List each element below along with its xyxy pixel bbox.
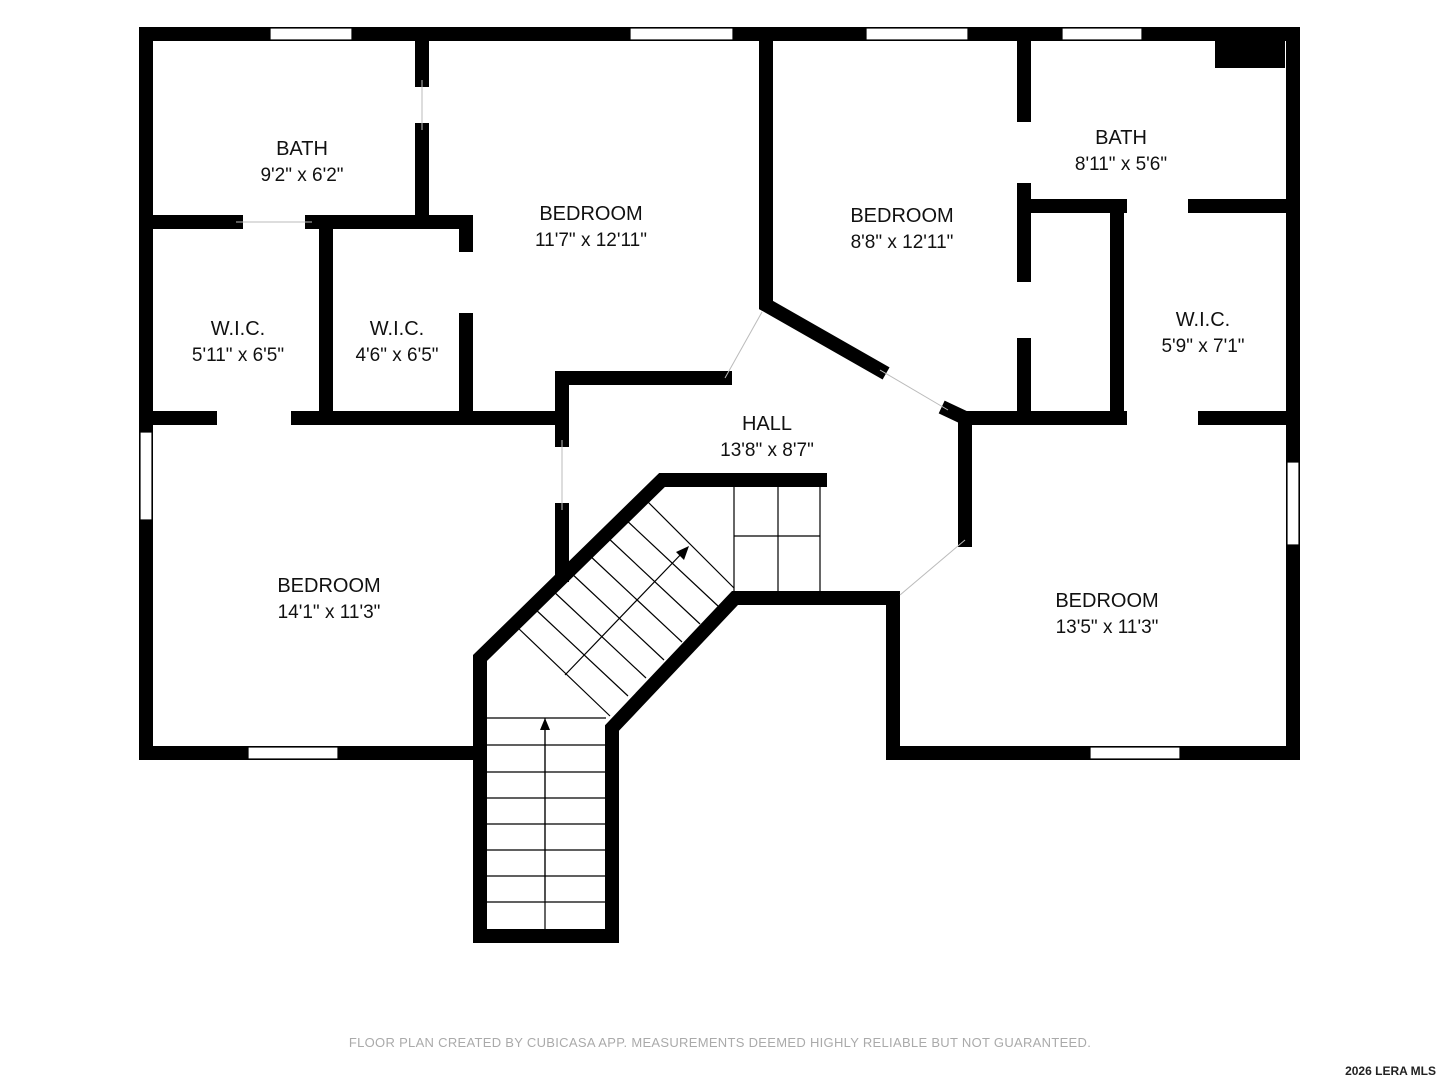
room-dimensions: 5'9" x 7'1"	[1161, 336, 1244, 357]
windows	[139, 27, 1300, 760]
room-name: W.I.C.	[211, 318, 265, 340]
room-name: W.I.C.	[370, 318, 424, 340]
room-name: BEDROOM	[277, 575, 380, 597]
room-name: BATH	[276, 138, 328, 160]
door-openings	[236, 80, 966, 596]
room-dimensions: 14'1" x 11'3"	[278, 602, 381, 623]
room-dimensions: 13'8" x 8'7"	[720, 440, 814, 461]
room-dimensions: 11'7" x 12'11"	[535, 230, 647, 251]
room-name: HALL	[742, 413, 792, 435]
room-name: W.I.C.	[1176, 309, 1230, 331]
room-labels: BATH 9'2" x 6'2" BEDROOM 11'7" x 12'11" …	[192, 127, 1245, 638]
room-dimensions: 8'11" x 5'6"	[1075, 154, 1167, 175]
disclaimer-text: FLOOR PLAN CREATED BY CUBICASA APP. MEAS…	[348, 1035, 1092, 1050]
room-name: BEDROOM	[1055, 590, 1158, 612]
room-dimensions: 5'11" x 6'5"	[192, 345, 284, 366]
room-name: BEDROOM	[539, 203, 642, 225]
room-dimensions: 13'5" x 11'3"	[1056, 617, 1159, 638]
walls	[139, 27, 1300, 943]
room-name: BEDROOM	[850, 205, 953, 227]
room-dimensions: 8'8" x 12'11"	[851, 232, 954, 253]
room-name: BATH	[1095, 127, 1147, 149]
stairs	[487, 484, 821, 930]
watermark: 2026 LERA MLS	[1345, 1064, 1436, 1078]
room-dimensions: 9'2" x 6'2"	[260, 165, 343, 186]
room-dimensions: 4'6" x 6'5"	[355, 345, 438, 366]
